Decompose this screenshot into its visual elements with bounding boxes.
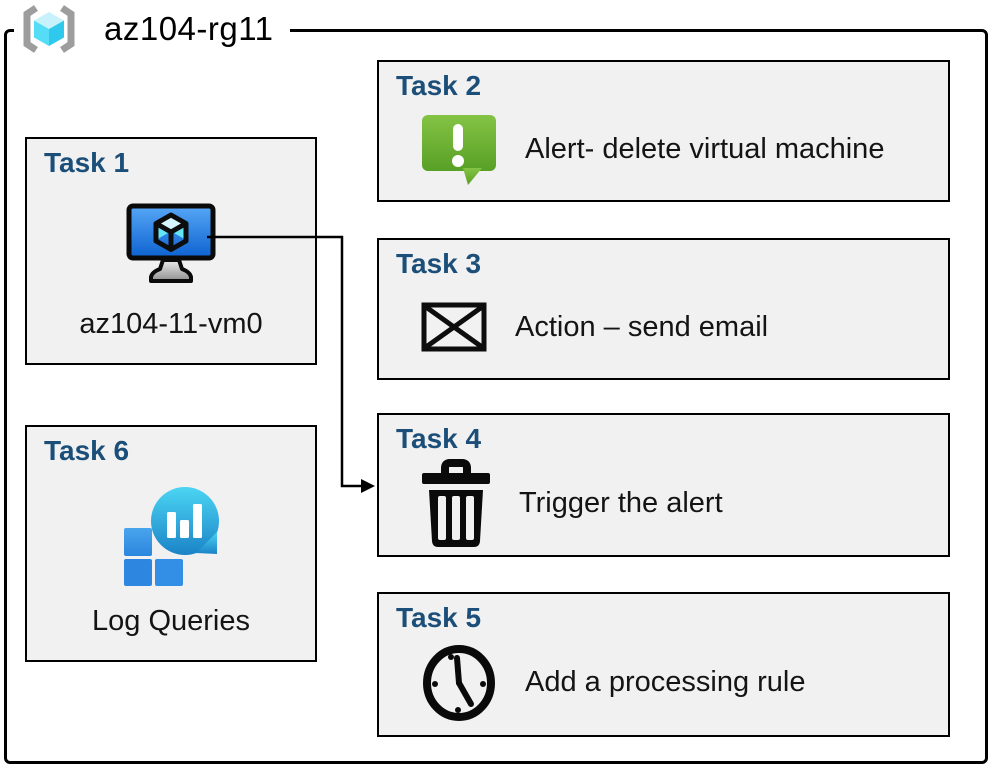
task4-label: Trigger the alert <box>519 486 723 519</box>
task1-label: az104-11-vm0 <box>79 308 263 340</box>
task1-title: Task 1 <box>44 147 130 178</box>
task-card-3: Task 3 Action – send email <box>377 238 950 380</box>
task4-title: Task 4 <box>396 423 482 454</box>
email-icon <box>421 302 487 352</box>
trash-icon <box>421 459 491 548</box>
task5-label: Add a processing rule <box>525 666 806 699</box>
resource-group-title: az104-rg11 <box>104 10 274 47</box>
task2-label: Alert- delete virtual machine <box>525 132 885 165</box>
task-card-1: Task 1 <box>25 137 317 365</box>
resource-group-header: az104-rg11 <box>14 0 290 58</box>
clock-icon <box>421 644 497 722</box>
task-card-5: Task 5 Add a processing rule <box>377 592 950 737</box>
alert-icon <box>421 112 497 186</box>
task3-title: Task 3 <box>396 248 482 279</box>
task-card-4: Task 4 Trigger the alert <box>377 413 950 557</box>
task6-title: Task 6 <box>44 435 130 466</box>
log-queries-icon <box>27 467 315 605</box>
task6-label: Log Queries <box>92 605 250 637</box>
virtual-machine-icon <box>27 179 315 308</box>
task3-label: Action – send email <box>515 310 769 343</box>
task-card-2: Task 2 Alert- delete virtual machine <box>377 60 950 202</box>
task5-title: Task 5 <box>396 602 482 633</box>
task-card-6: Task 6 <box>25 425 317 662</box>
resource-group-icon <box>23 5 75 53</box>
task2-title: Task 2 <box>396 70 482 101</box>
